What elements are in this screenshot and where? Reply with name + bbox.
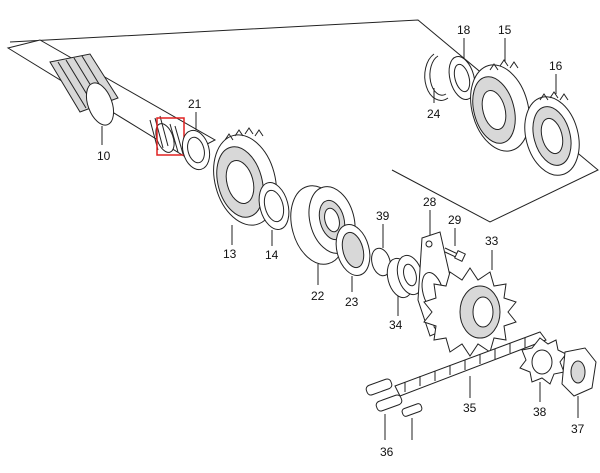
label-14: 14 [265,248,279,262]
label-23: 23 [345,295,359,309]
seal-23[interactable] [331,221,375,292]
label-22: 22 [311,289,325,303]
label-24: 24 [427,107,441,121]
label-36: 36 [380,445,394,459]
gear-16[interactable] [517,74,588,181]
countershaft-part[interactable] [6,39,217,157]
label-15: 15 [498,23,512,37]
chain-joint-36[interactable] [365,378,423,440]
bolt-29[interactable] [444,228,466,262]
gear-15[interactable] [462,38,539,158]
label-39: 39 [376,209,390,223]
label-21: 21 [188,97,202,111]
circlip-24[interactable] [424,53,449,103]
chain-35[interactable] [394,331,547,398]
nut-37[interactable] [561,347,597,418]
label-18: 18 [457,23,471,37]
label-37: 37 [571,422,585,436]
label-16: 16 [549,59,563,73]
o-ring-39[interactable] [369,224,394,278]
washer-14[interactable] [254,179,293,246]
label-13: 13 [223,247,237,261]
washer-21[interactable] [178,112,213,173]
assembly-bracket [9,19,599,223]
label-35: 35 [463,401,477,415]
sprocket-33[interactable] [423,250,517,357]
label-10: 10 [97,149,111,163]
label-38: 38 [533,405,547,419]
label-28: 28 [423,195,437,209]
lock-washer-38[interactable] [519,337,567,402]
washer-18[interactable] [445,38,480,102]
label-33: 33 [485,234,499,248]
label-34: 34 [389,318,403,332]
label-29: 29 [448,213,462,227]
